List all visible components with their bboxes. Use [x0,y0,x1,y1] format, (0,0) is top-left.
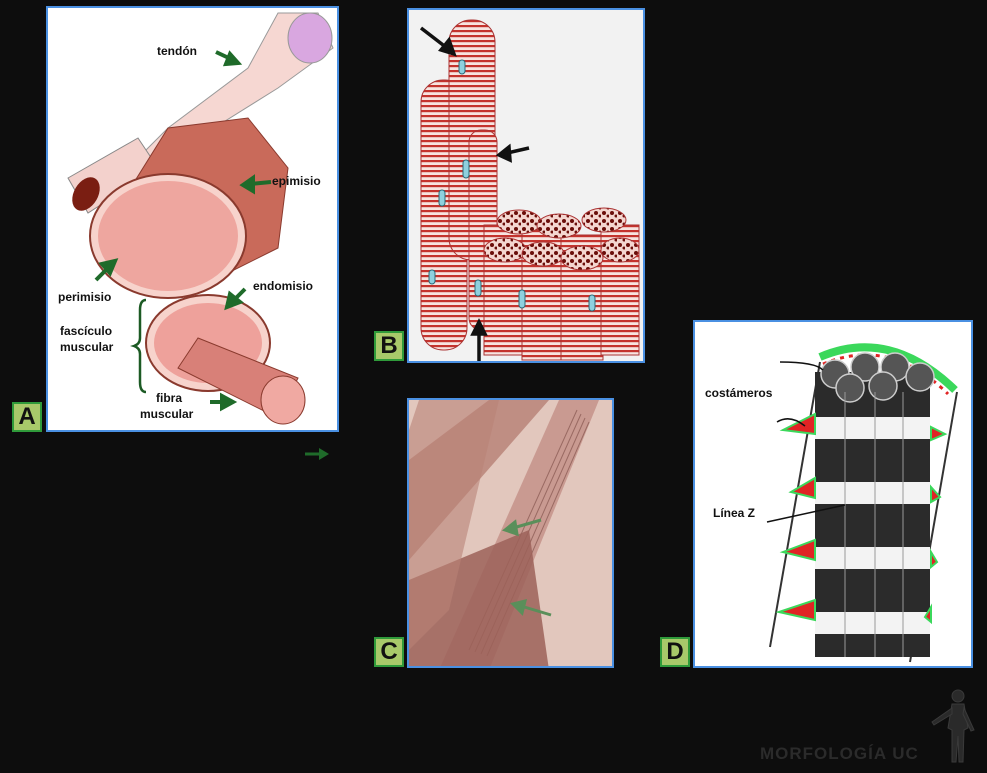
label-endomisio: endomisio [253,279,314,293]
panel-c-micrograph [407,398,614,668]
panel-a-muscle-anatomy: tendón epimisio perimisio endomisio fasc… [46,6,339,432]
panel-a-tag: A [12,402,42,432]
muscle-hierarchy-illustration [67,12,334,425]
stray-arrow-icon [305,448,329,460]
muscle-fibers-illustration [419,19,640,361]
label-fasciculo-line2: muscular [60,340,114,354]
panel-d-tag: D [660,637,690,667]
label-linea-z: Línea Z [713,506,756,520]
label-epimisio: epimisio [272,174,321,188]
panel-b-fibers-diagram [407,8,645,363]
label-perimisio: perimisio [58,290,112,304]
panel-d-costameres-diagram: costámeros Línea Z [693,320,973,668]
panel-b-tag: B [374,331,404,361]
brand-watermark: MORFOLOGÍA UC [760,744,919,763]
histology-micrograph [409,400,612,666]
label-fibra-line1: fibra [156,391,183,405]
label-fasciculo-line1: fascículo [60,324,113,338]
label-costameros: costámeros [705,386,773,400]
myofibril-costameres-illustration [766,343,958,663]
label-tendon: tendón [157,44,197,58]
panel-c-tag: C [374,637,404,667]
human-anatomy-figure-icon [931,689,975,763]
label-fibra-line2: muscular [140,407,194,421]
